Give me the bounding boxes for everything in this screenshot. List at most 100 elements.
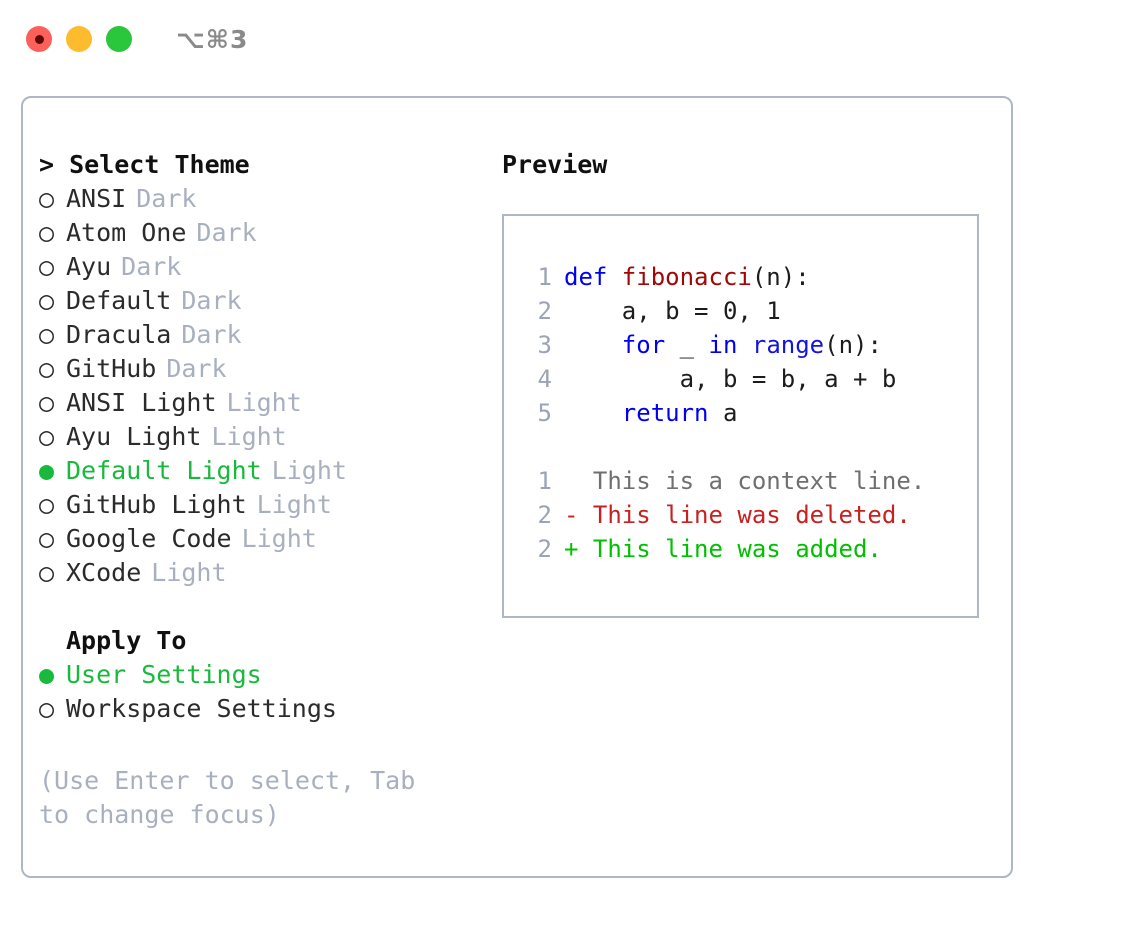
theme-mode-badge: Dark <box>136 184 197 213</box>
diff-text-add: + This line was added. <box>564 535 882 563</box>
window-controls <box>26 26 132 52</box>
record-dot-icon <box>34 34 44 44</box>
theme-option-ansi-light[interactable]: ○ ANSI Light Light <box>39 386 479 420</box>
apply-to-option-workspace-settings[interactable]: ○ Workspace Settings <box>39 692 479 726</box>
theme-option-default[interactable]: ○ Default Dark <box>39 284 479 318</box>
radio-unselected-icon: ○ <box>39 286 55 315</box>
title-bar: ⌥⌘3 <box>0 0 1140 78</box>
theme-mode-badge: Light <box>211 422 287 451</box>
theme-mode-badge: Dark <box>121 252 182 281</box>
diff-text-ctx: This is a context line. <box>564 467 926 495</box>
theme-mode-badge: Dark <box>181 286 242 315</box>
code-text: a, b = b, a + b <box>564 362 897 396</box>
preview-heading: Preview <box>502 150 608 179</box>
diff-text-del: - This line was deleted. <box>564 501 911 529</box>
diff-line: 1 This is a context line. <box>518 464 977 498</box>
radio-unselected-icon: ○ <box>39 218 55 247</box>
radio-unselected-icon: ○ <box>39 694 55 723</box>
code-token-plain: a, b = 0, 1 <box>564 297 781 325</box>
code-token-kw: return <box>621 399 709 427</box>
theme-option-label: XCode <box>66 558 142 587</box>
select-theme-heading: > Select Theme <box>39 150 250 179</box>
theme-option-xcode[interactable]: ○ XCode Light <box>39 556 479 590</box>
radio-selected-icon: ● <box>39 456 55 485</box>
theme-option-github[interactable]: ○ GitHub Dark <box>39 352 479 386</box>
code-token-kw: for <box>621 331 666 359</box>
code-text: for _ in range(n): <box>564 328 882 362</box>
code-token-kw: in <box>708 331 738 359</box>
theme-mode-badge: Light <box>271 456 347 485</box>
code-token-kw: def <box>564 263 622 291</box>
theme-option-label: ANSI Light <box>66 388 217 417</box>
code-token-plain <box>564 399 622 427</box>
line-number: 2 <box>537 535 552 563</box>
diff-sample: 1 This is a context line. 2 - This line wa… <box>518 464 977 566</box>
code-token-fn: fibonacci <box>621 263 752 291</box>
code-text: return a <box>564 396 738 430</box>
code-line: 4 a, b = b, a + b <box>518 362 977 396</box>
code-token-plain: a, b = b, a + b <box>564 365 897 393</box>
code-diff-spacer <box>518 430 977 464</box>
radio-unselected-icon: ○ <box>39 558 55 587</box>
keyboard-shortcut-label: ⌥⌘3 <box>176 24 249 54</box>
apply-to-heading: Apply To <box>66 626 187 655</box>
radio-unselected-icon: ○ <box>39 320 55 349</box>
code-token-plain: (n): <box>824 331 882 359</box>
code-text: def fibonacci(n): <box>564 260 810 294</box>
apply-to-option-list: ● User Settings ○ Workspace Settings <box>39 658 479 726</box>
theme-mode-badge: Light <box>151 558 227 587</box>
theme-option-atom-one[interactable]: ○ Atom One Dark <box>39 216 479 250</box>
theme-mode-badge: Light <box>256 490 332 519</box>
line-number: 2 <box>537 501 552 529</box>
code-line: 2 a, b = 0, 1 <box>518 294 977 328</box>
line-number: 5 <box>537 399 552 427</box>
code-token-plain <box>737 331 751 359</box>
code-token-plain: a <box>708 399 738 427</box>
apply-to-option-label: Workspace Settings <box>66 694 337 723</box>
close-button-icon[interactable] <box>26 26 52 52</box>
code-line: 5 return a <box>518 396 977 430</box>
code-token-call: range <box>751 331 825 359</box>
theme-mode-badge: Dark <box>196 218 257 247</box>
theme-mode-badge: Dark <box>166 354 227 383</box>
theme-option-label: Ayu <box>66 252 112 281</box>
theme-option-dracula[interactable]: ○ Dracula Dark <box>39 318 479 352</box>
radio-selected-icon: ● <box>39 660 55 689</box>
minimize-button-icon[interactable] <box>66 26 92 52</box>
apply-to-option-label: User Settings <box>66 660 262 689</box>
radio-unselected-icon: ○ <box>39 422 55 451</box>
line-number: 4 <box>537 365 552 393</box>
theme-option-label: Default Light <box>66 456 262 485</box>
theme-option-label: Default <box>66 286 172 315</box>
theme-option-label: Atom One <box>66 218 187 247</box>
theme-mode-badge: Light <box>226 388 302 417</box>
radio-unselected-icon: ○ <box>39 490 55 519</box>
theme-option-default-light[interactable]: ● Default Light Light <box>39 454 479 488</box>
radio-unselected-icon: ○ <box>39 354 55 383</box>
maximize-button-icon[interactable] <box>106 26 132 52</box>
theme-option-label: GitHub Light <box>66 490 247 519</box>
code-line: 3 for _ in range(n): <box>518 328 977 362</box>
line-number: 2 <box>537 297 552 325</box>
apply-to-option-user-settings[interactable]: ● User Settings <box>39 658 479 692</box>
code-token-plain: (n): <box>751 263 810 291</box>
theme-option-label: GitHub <box>66 354 157 383</box>
radio-unselected-icon: ○ <box>39 388 55 417</box>
theme-mode-badge: Dark <box>181 320 242 349</box>
theme-option-label: ANSI <box>66 184 127 213</box>
theme-option-label: Dracula <box>66 320 172 349</box>
code-token-plain: _ <box>665 331 709 359</box>
theme-option-github-light[interactable]: ○ GitHub Light Light <box>39 488 479 522</box>
